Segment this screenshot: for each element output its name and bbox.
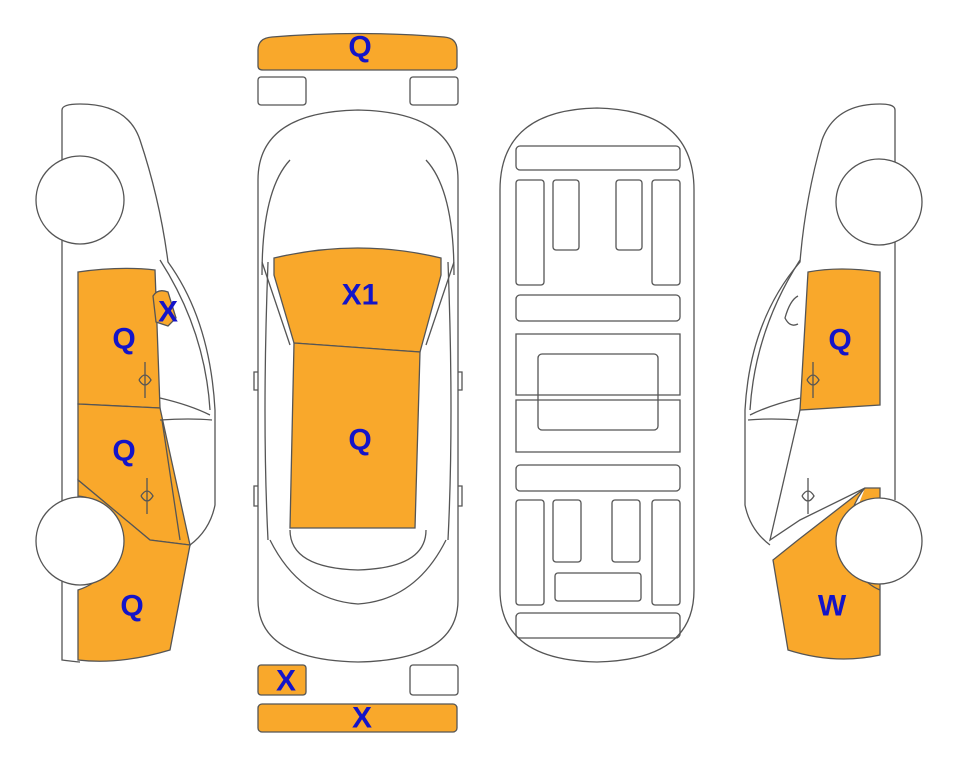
left-rear-door-label: Q	[112, 435, 135, 468]
left-rear-quarter-label: Q	[120, 590, 143, 623]
right-front-door-panel[interactable]	[799, 268, 881, 411]
left-front-door-panel[interactable]	[77, 267, 161, 409]
right-rear-wheel	[835, 497, 923, 585]
right-rear-quarter-label: W	[818, 590, 847, 623]
right-front-wheel	[835, 158, 923, 246]
front-bumper-label: Q	[348, 31, 371, 64]
roof-rear-label: Q	[348, 424, 371, 457]
roof-rear-panel[interactable]	[289, 342, 421, 529]
top-view	[253, 32, 463, 733]
right-side-view	[744, 103, 923, 660]
damage-labels: Q X1 Q X X X Q Q Q Q W	[112, 31, 851, 735]
rear-bumper-label: X	[352, 702, 372, 735]
right-headlight[interactable]	[409, 76, 459, 106]
left-rear-light-label: X	[276, 665, 296, 698]
roof-front-label: X1	[342, 279, 379, 312]
left-headlight[interactable]	[257, 76, 307, 106]
rear-bumper-panel[interactable]	[257, 703, 458, 733]
left-rear-wheel	[35, 496, 125, 586]
underside-view	[499, 107, 695, 663]
left-side-view	[35, 103, 216, 663]
top-body-outline	[257, 109, 459, 663]
underside-outline	[499, 107, 695, 663]
left-mirror-panel[interactable]	[152, 290, 177, 327]
left-mirror-label: X	[158, 296, 178, 329]
left-rear-light-panel[interactable]	[257, 664, 307, 696]
roof-front-panel[interactable]	[273, 247, 442, 353]
left-front-wheel	[35, 155, 125, 245]
right-rear-light[interactable]	[409, 664, 459, 696]
left-front-door-label: Q	[112, 323, 135, 356]
front-bumper-panel[interactable]	[257, 32, 458, 71]
right-front-door-label: Q	[828, 324, 851, 357]
